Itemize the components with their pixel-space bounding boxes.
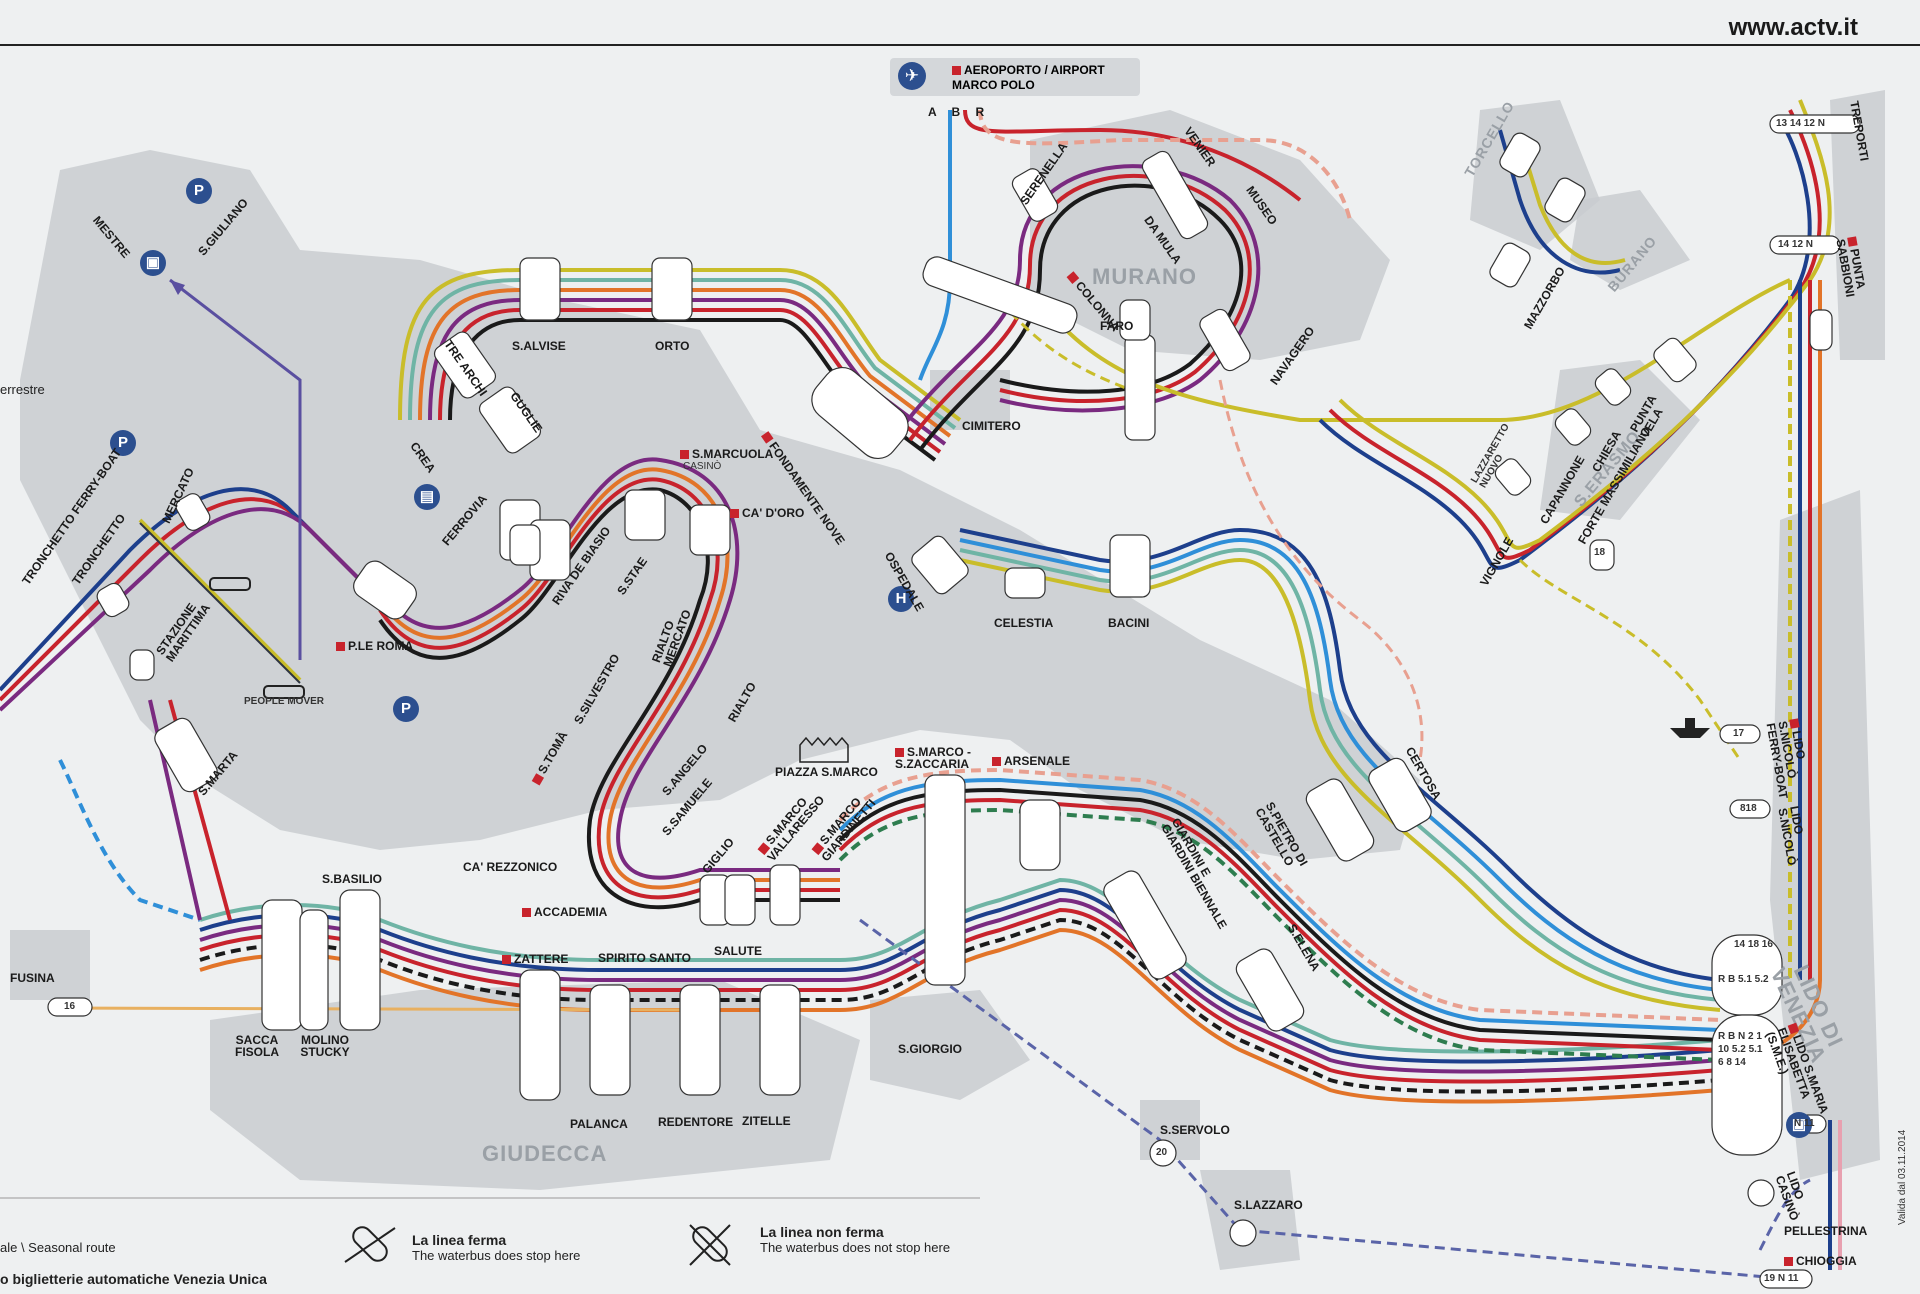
stop-casino: CASINÒ bbox=[683, 461, 722, 472]
airport-box bbox=[890, 58, 1140, 96]
stop-plates bbox=[47, 114, 1861, 1289]
stop-smarcuola-text: S.MARCUOLA bbox=[692, 447, 774, 461]
stop-bacini: BACINI bbox=[1108, 616, 1150, 630]
hospital-icon: H bbox=[888, 586, 914, 612]
stop-slazzaro: S.LAZZARO bbox=[1234, 1198, 1303, 1212]
stop-smarcuola: S.MARCUOLA bbox=[680, 448, 773, 460]
legend-stops-sub: The waterbus does stop here bbox=[412, 1248, 581, 1263]
website-url[interactable]: www.actv.it bbox=[1728, 14, 1858, 41]
code-lido-top: 14 18 16 bbox=[1734, 939, 1773, 950]
airport-label: AEROPORTO / AIRPORT MARCO POLO bbox=[952, 63, 1105, 93]
code-chioggia: 19 N 11 bbox=[1764, 1273, 1799, 1284]
stop-pleroma: P.le ROMA bbox=[336, 640, 413, 652]
stop-marker-icon bbox=[336, 642, 345, 652]
stop-marker-icon bbox=[992, 757, 1001, 767]
code-18: 18 bbox=[1594, 547, 1606, 558]
legend-stops-title: La linea ferma bbox=[412, 1232, 507, 1248]
basilica-icon bbox=[799, 736, 849, 763]
people-mover-train-icon bbox=[209, 577, 305, 699]
stop-molinostucky: MOLINO STUCKY bbox=[300, 1033, 350, 1059]
stop-fusina: FUSINA bbox=[10, 971, 55, 985]
stop-salvise: S.ALVISE bbox=[512, 339, 566, 353]
stop-smarcozacc: S.MARCO - S.ZACCARIA bbox=[895, 746, 1005, 770]
stop-sgiorgio: S.GIORGIO bbox=[898, 1042, 963, 1056]
stop-pellestrina: PELLESTRINA bbox=[1784, 1224, 1868, 1238]
stop-marker-icon bbox=[952, 66, 961, 76]
stop-marker-icon bbox=[730, 509, 739, 519]
bacino-lines bbox=[838, 767, 1721, 1062]
airport-name: AEROPORTO / AIRPORT bbox=[964, 63, 1105, 77]
code-lido-sme: R B N 2 1 10 5.2 5.1 6 8 14 bbox=[1718, 1031, 1763, 1068]
stop-orto: ORTO bbox=[655, 339, 690, 353]
legend-tickets-title: o biglietterie automatiche Venezia Unica bbox=[0, 1271, 267, 1287]
south-lines bbox=[859, 918, 1811, 1282]
parking-icon: P bbox=[110, 430, 136, 456]
stop-redentore: REDENTORE bbox=[658, 1115, 734, 1129]
stop-spiritosanto: SPIRITO SANTO bbox=[598, 951, 691, 965]
stop-marker-icon bbox=[502, 955, 511, 965]
region-giudecca: GIUDECCA bbox=[482, 1141, 608, 1166]
parking-icon: P bbox=[186, 178, 212, 204]
legend-nostop-sub: The waterbus does not stop here bbox=[760, 1240, 951, 1255]
code-treporti: 13 14 12 N bbox=[1776, 118, 1825, 129]
airplane-icon: ✈ bbox=[898, 62, 926, 90]
legend-terrestre: errestre bbox=[0, 382, 45, 397]
bus-icon: ▣ bbox=[1786, 1112, 1812, 1138]
mestre-arrow-icon bbox=[170, 280, 185, 295]
legend-icons bbox=[344, 1224, 731, 1266]
code-lido-rb: R B 5.1 5.2 bbox=[1718, 974, 1769, 985]
stop-chioggia: CHIOGGIA bbox=[1784, 1255, 1857, 1267]
validity-date: Valida dal 03.11.2014 bbox=[1897, 1129, 1908, 1225]
header-rule bbox=[0, 44, 1920, 46]
parking-icon: P bbox=[393, 696, 419, 722]
code-n11: N 11 bbox=[1794, 1118, 1815, 1129]
stop-arsenale: ARSENALE bbox=[992, 755, 1070, 767]
stop-marker-icon bbox=[895, 748, 904, 758]
stop-cadoro-text: CA' D'ORO bbox=[742, 506, 805, 520]
legend-nostop: La linea non ferma The waterbus does not… bbox=[760, 1224, 950, 1255]
airport-name-2: MARCO POLO bbox=[952, 78, 1035, 92]
stop-sservolo: S.SERVOLO bbox=[1160, 1123, 1230, 1137]
stop-arsenale-text: ARSENALE bbox=[1004, 754, 1071, 768]
stop-faro: FARO bbox=[1100, 319, 1134, 333]
stop-cimitero: CIMITERO bbox=[962, 419, 1021, 433]
stop-chioggia-text: CHIOGGIA bbox=[1796, 1254, 1857, 1268]
airport-lines-code: A B R bbox=[928, 105, 991, 119]
stop-peoplemover: PEOPLE MOVER bbox=[244, 696, 325, 707]
stop-accademia: ACCADEMIA bbox=[522, 906, 607, 918]
stop-sbasilio: S.BASILIO bbox=[322, 872, 383, 886]
stop-smarcozacc-text: S.MARCO - S.ZACCARIA bbox=[895, 745, 971, 771]
stop-salute: SALUTE bbox=[714, 944, 762, 958]
stop-piazzasmarco: PIAZZA S.MARCO bbox=[775, 765, 878, 779]
stop-marker-icon bbox=[522, 908, 531, 918]
stop-marker-icon bbox=[1784, 1257, 1793, 1267]
region-murano: MURANO bbox=[1092, 264, 1197, 289]
stop-accademia-text: ACCADEMIA bbox=[534, 905, 608, 919]
stop-zattere: ZATTERE bbox=[502, 953, 568, 965]
bus-icon: ▣ bbox=[140, 250, 166, 276]
east-lines bbox=[959, 527, 1721, 1012]
code-puntasab: 14 12 N bbox=[1778, 239, 1814, 250]
stop-marker-icon bbox=[680, 450, 689, 460]
legend-tickets: o biglietterie automatiche Venezia Unica bbox=[0, 1271, 267, 1287]
stop-zattere-text: ZATTERE bbox=[514, 952, 569, 966]
stop-palanca: PALANCA bbox=[570, 1117, 628, 1131]
code-fusina: 16 bbox=[64, 1001, 76, 1012]
stop-carezzonico: CA' REZZONICO bbox=[463, 860, 558, 874]
stop-pleroma-text: P.le ROMA bbox=[348, 639, 414, 653]
code-818: 818 bbox=[1740, 803, 1757, 814]
legend-stops: La linea ferma The waterbus does stop he… bbox=[412, 1232, 580, 1263]
legend-seasonal: ale \ Seasonal route bbox=[0, 1240, 116, 1255]
stop-celestia: CELESTIA bbox=[994, 616, 1054, 630]
legend-nostop-title: La linea non ferma bbox=[760, 1224, 884, 1240]
stop-cadoro: CA' D'ORO bbox=[730, 507, 804, 519]
stop-saccafisola: SACCA FISOLA bbox=[235, 1033, 279, 1059]
stop-zitelle: ZITELLE bbox=[742, 1114, 791, 1128]
train-station-icon: ▤ bbox=[414, 484, 440, 510]
code-20: 20 bbox=[1156, 1147, 1168, 1158]
ferry-ship-icon bbox=[1670, 718, 1710, 738]
code-17: 17 bbox=[1733, 728, 1745, 739]
